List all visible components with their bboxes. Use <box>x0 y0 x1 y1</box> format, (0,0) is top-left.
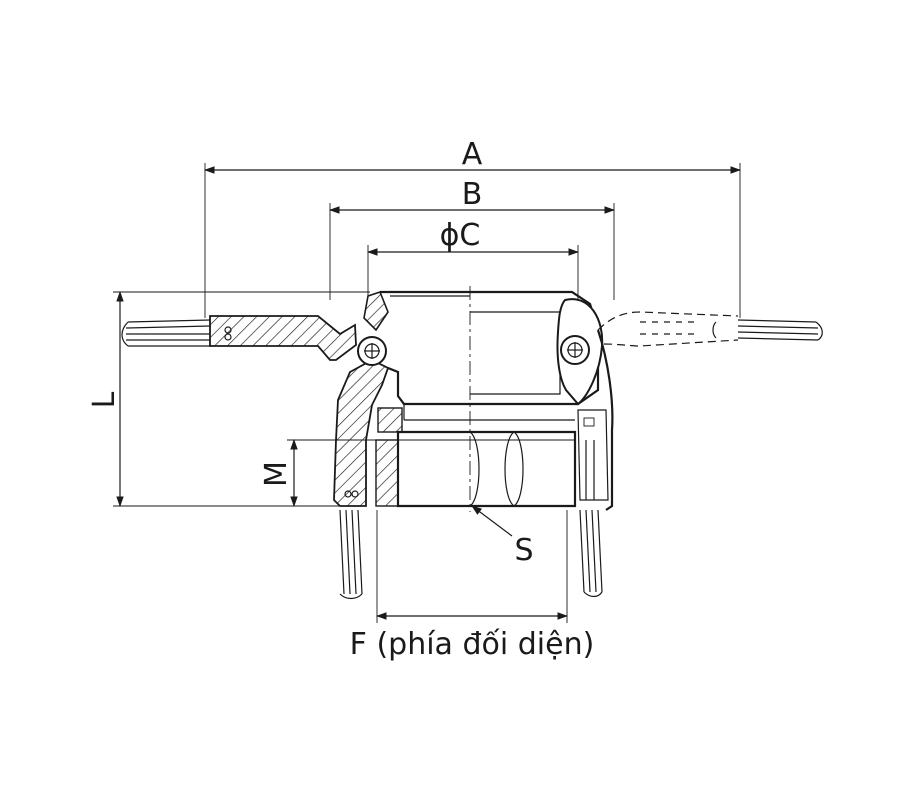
right-pivot-pin <box>560 335 590 365</box>
hex-facet-1 <box>469 431 480 507</box>
inner-bore-line <box>470 311 561 395</box>
label-f: F (phía đối diện) <box>350 627 595 662</box>
right-cam-lever-open <box>597 311 739 347</box>
left-gasket-section <box>377 407 403 433</box>
label-s: S <box>514 533 533 568</box>
label-m: M <box>259 461 294 487</box>
label-l: L <box>87 391 122 408</box>
hex-facet-2 <box>513 431 524 507</box>
upper-body-outline <box>380 290 600 406</box>
left-lever-grip <box>121 319 232 347</box>
label-a: A <box>462 137 483 172</box>
hex-facet-3 <box>504 431 515 507</box>
label-b: B <box>462 177 483 212</box>
right-lever-grip <box>737 319 823 341</box>
hex-body-outline <box>396 430 577 508</box>
label-c: ϕC <box>440 218 481 253</box>
dimension-lines <box>113 163 742 623</box>
dimension-labels: A B ϕC L M S F (phía đối diện) <box>87 137 594 662</box>
left-cam-lever-section <box>209 315 357 361</box>
left-thread-section <box>375 439 399 507</box>
coupler-body <box>121 286 823 600</box>
left-lower-lever <box>339 490 363 600</box>
dim-s-leader <box>471 505 513 537</box>
left-upper-lip-section <box>363 291 389 332</box>
right-body-side <box>596 329 614 511</box>
left-pivot-pin <box>357 336 387 366</box>
right-lower-lever <box>577 409 609 598</box>
left-body-wall-section <box>333 358 390 507</box>
